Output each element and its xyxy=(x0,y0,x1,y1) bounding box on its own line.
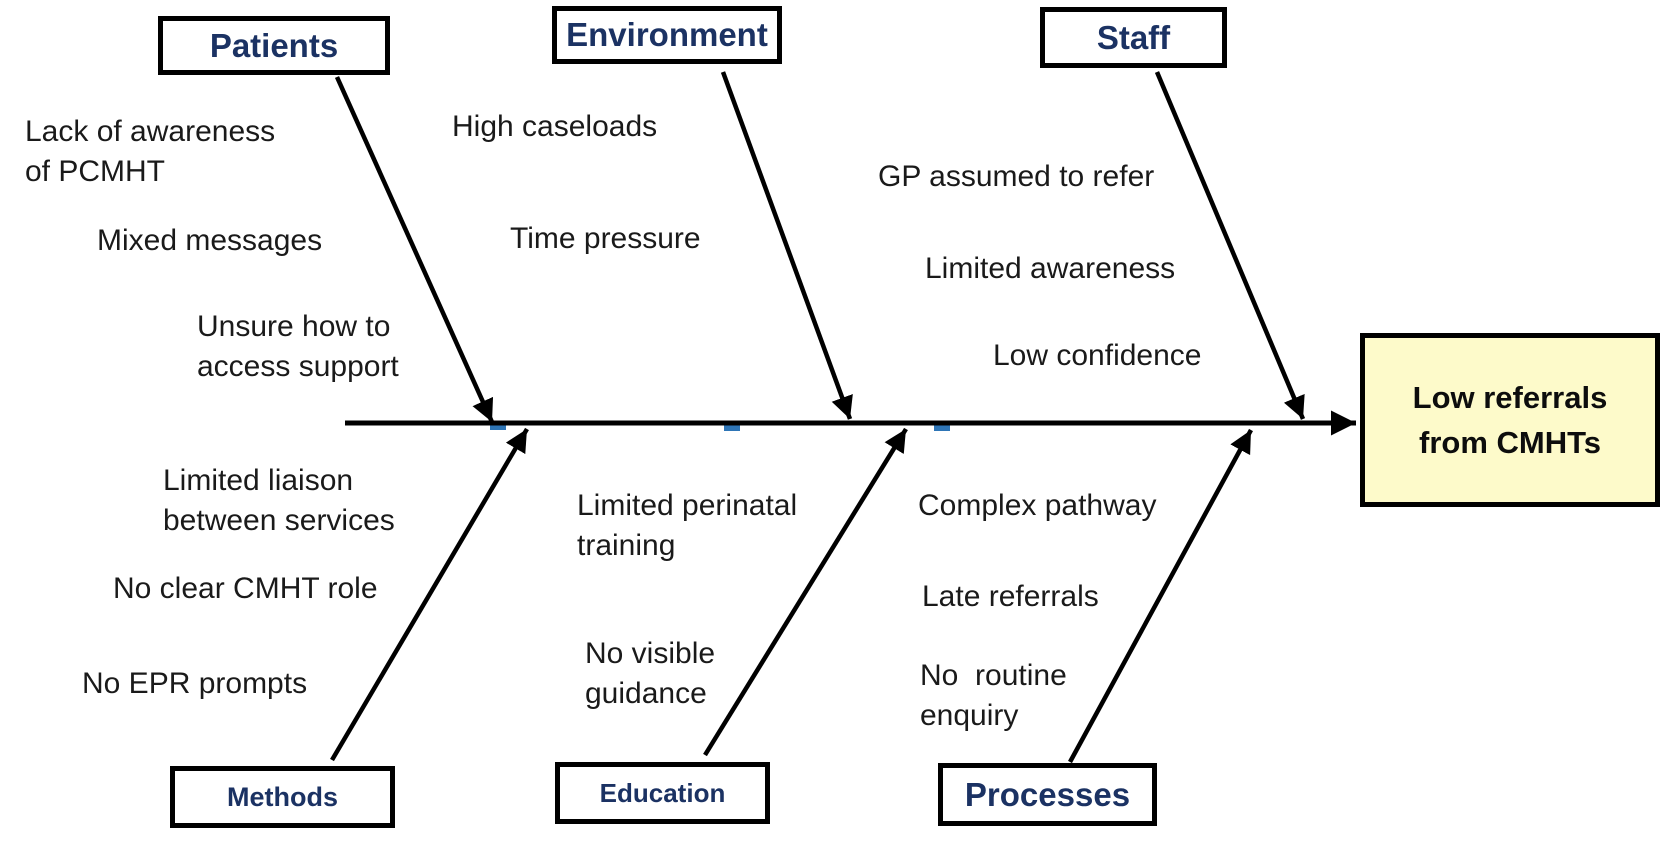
category-label-processes: Processes xyxy=(964,775,1131,813)
cause-label: High caseloads xyxy=(452,110,658,143)
spine-tick xyxy=(934,423,950,431)
environment-branch-arrow xyxy=(720,71,853,420)
processes-branch-arrow xyxy=(1068,428,1253,764)
cause-label: GP assumed to refer xyxy=(878,160,1155,193)
category-label-methods: Methods xyxy=(227,781,338,812)
category-label-environment: Environment xyxy=(566,16,768,53)
category-label-patients: Patients xyxy=(209,26,339,64)
effect-label: Low referrals from CMHTs xyxy=(1412,380,1608,460)
cause-label: Low confidence xyxy=(993,339,1202,372)
cause-label: Lack of awareness of PCMHT xyxy=(25,115,276,188)
cause-label: Unsure how to access support xyxy=(197,310,399,383)
cause-label: No routine enquiry xyxy=(920,659,1067,732)
category-label-education: Education xyxy=(599,777,726,808)
cause-label: Late referrals xyxy=(922,580,1099,613)
methods-branch-arrow xyxy=(330,427,529,762)
category-box-environment: Environment xyxy=(552,6,782,64)
patients-branch-arrow xyxy=(334,76,495,423)
category-box-staff: Staff xyxy=(1040,7,1227,68)
category-box-methods: Methods xyxy=(170,766,395,828)
effect-box: Low referrals from CMHTs xyxy=(1360,333,1660,507)
cause-label: Complex pathway xyxy=(918,489,1157,522)
spine-tick xyxy=(490,422,506,430)
cause-label: Limited perinatal training xyxy=(577,489,798,562)
cause-label: Limited liaison between services xyxy=(163,464,395,537)
staff-branch-arrow xyxy=(1154,71,1306,420)
spine-tick xyxy=(724,423,740,431)
category-box-patients: Patients xyxy=(158,16,390,75)
cause-label: Mixed messages xyxy=(97,224,323,257)
cause-label: No EPR prompts xyxy=(82,667,308,700)
category-box-processes: Processes xyxy=(938,763,1157,826)
category-box-education: Education xyxy=(555,762,770,824)
cause-label: No clear CMHT role xyxy=(113,572,378,605)
education-branch-arrow xyxy=(703,427,908,757)
cause-label: Time pressure xyxy=(510,222,701,255)
cause-label: Limited awareness xyxy=(925,252,1176,285)
cause-label: No visible guidance xyxy=(585,637,716,710)
category-label-staff: Staff xyxy=(1096,18,1171,56)
